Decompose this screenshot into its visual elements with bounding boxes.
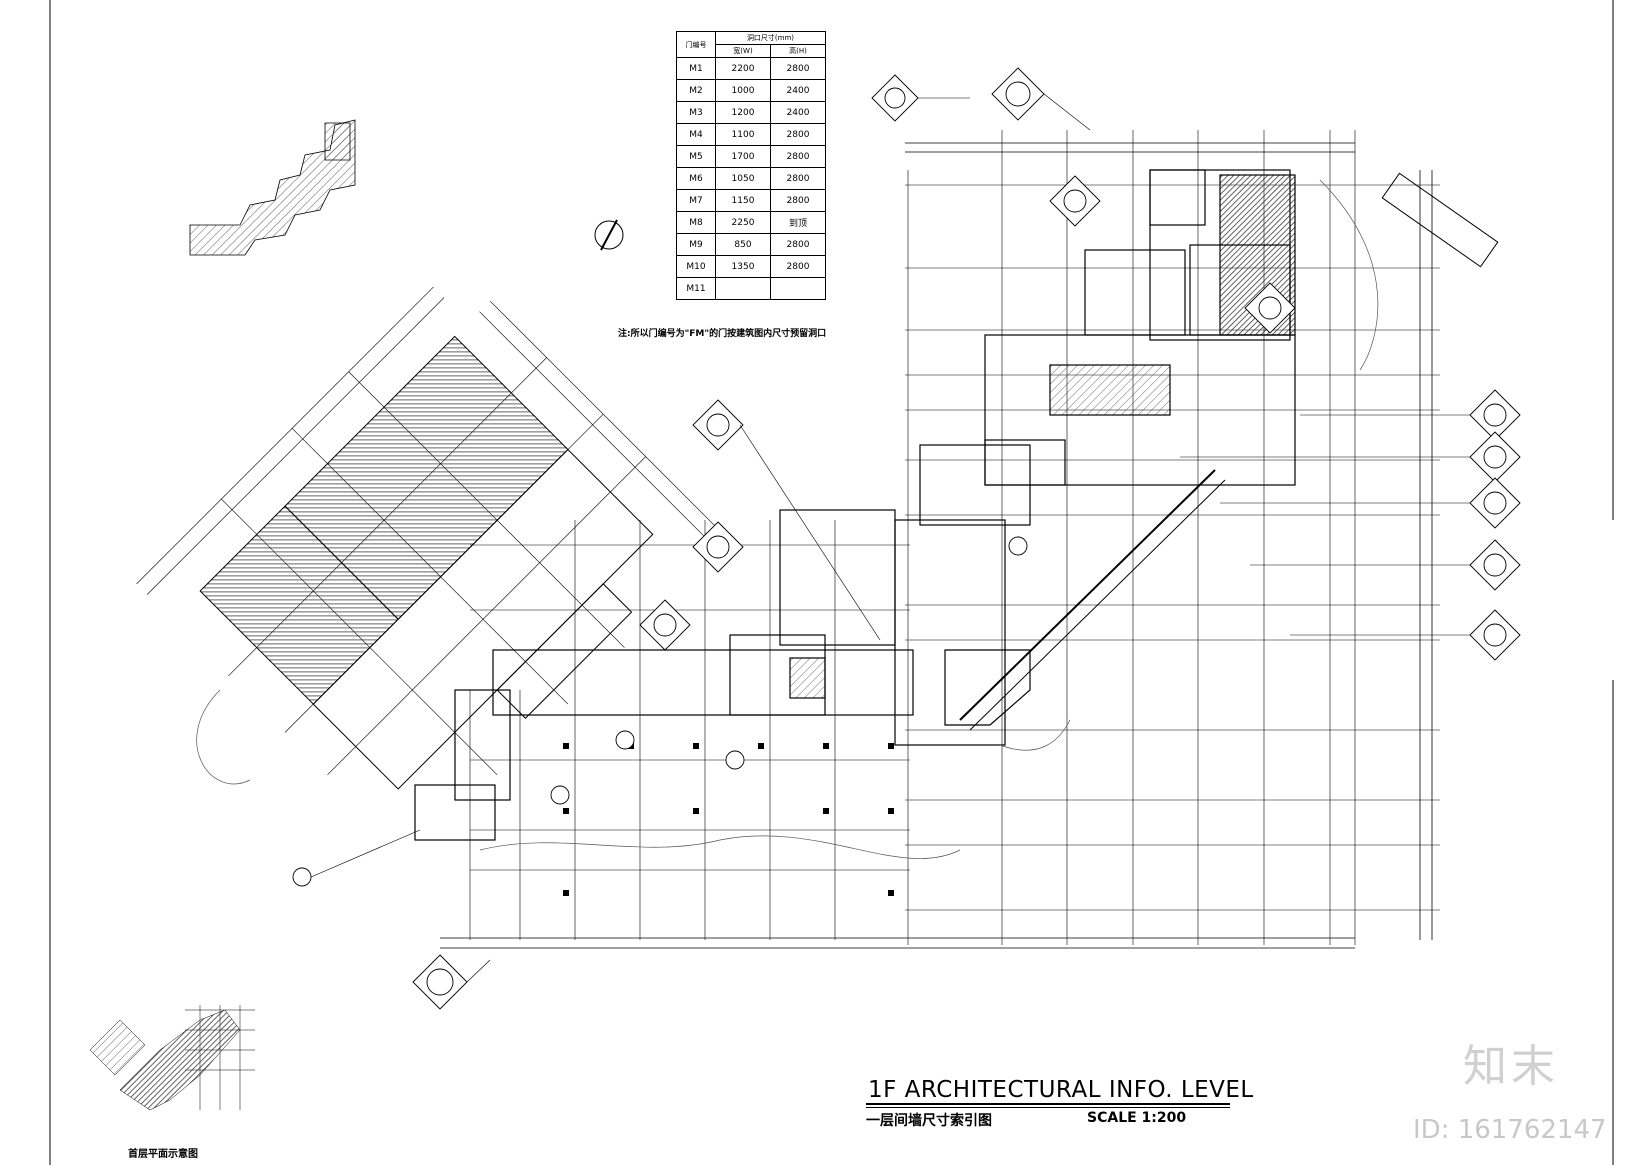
right-wing [944,169,1296,731]
door-height-cell: 2800 [770,255,826,278]
callout-tag [991,67,1045,121]
detail-callouts [292,67,1521,1010]
callout-tag [692,521,744,573]
door-width-cell: 1200 [715,101,771,124]
drawing-title-english: 1F ARCHITECTURAL INFO. LEVEL [868,1077,1254,1103]
title-underline-thin [866,1107,1230,1108]
callout-tag [1008,536,1028,556]
height-header: 高(H) [770,44,826,58]
leader-lines [310,93,1470,983]
door-height-cell: 2800 [770,233,826,256]
callout-tag [871,74,919,122]
rotated-wing [136,286,717,790]
opening-size-header: 洞口尺寸(mm) [715,31,826,45]
callout-tag [292,867,312,887]
drawing-title-chinese: 一层间墙尺寸索引图 [866,1113,992,1129]
door-id-cell: M1 [676,57,716,80]
door-height-cell: 2800 [770,123,826,146]
door-width-cell: 2200 [715,57,771,80]
watermark-logo: 知末 [1463,1041,1559,1092]
door-height-cell: 2800 [770,189,826,212]
callout-tag [1469,609,1521,661]
grid-lines [469,130,1440,945]
door-height-cell: 2800 [770,145,826,168]
door-note: 注:所以门编号为"FM"的门按建筑图内尺寸预留洞口 [618,329,827,339]
door-height-cell: 2400 [770,101,826,124]
callout-tag [1469,477,1521,529]
door-height-cell: 2400 [770,79,826,102]
door-id-cell: M2 [676,79,716,102]
callout-tag [639,599,691,651]
callout-tag [692,399,744,451]
drawing-scale: SCALE 1:200 [1087,1110,1187,1126]
door-height-cell: 2800 [770,167,826,190]
door-id-cell: M3 [676,101,716,124]
door-width-cell: 1050 [715,167,771,190]
landscape-outline [196,179,1379,859]
callout-tag [1469,539,1521,591]
door-width-cell: 850 [715,233,771,256]
callout-tag [615,730,635,750]
title-underline [866,1103,1230,1105]
door-id-cell: M4 [676,123,716,146]
callout-tag [1049,175,1101,227]
door-width-cell: 1700 [715,145,771,168]
door-number-header: 门编号 [676,31,716,58]
door-height-cell: 到顶 [770,211,826,234]
door-width-cell [715,277,771,300]
callout-tag [725,750,745,770]
door-width-cell: 1350 [715,255,771,278]
door-height-cell: 2800 [770,57,826,80]
central-block [414,444,1031,841]
key-plan-label: 首层平面示意图 [128,1149,198,1160]
door-id-cell: M9 [676,233,716,256]
callout-tag [412,954,468,1010]
north-arrow-icon [594,219,624,251]
door-width-cell: 1000 [715,79,771,102]
door-row: M11 [676,277,826,300]
door-id-cell: M5 [676,145,716,168]
columns [563,743,894,896]
dimension-chains [440,142,1433,949]
door-id-cell: M7 [676,189,716,212]
door-height-cell [770,277,826,300]
door-id-cell: M6 [676,167,716,190]
door-id-cell: M8 [676,211,716,234]
width-header: 宽(W) [715,44,771,58]
sheet-border [49,0,1614,1165]
door-id-cell: M10 [676,255,716,278]
door-width-cell: 1150 [715,189,771,212]
callout-tag [550,785,570,805]
key-plan [89,1005,255,1111]
door-id-cell: M11 [676,277,716,300]
door-width-cell: 2250 [715,211,771,234]
door-width-cell: 1100 [715,123,771,146]
callout-tag [1469,431,1521,483]
location-sketch [189,119,356,256]
diagonal-annex [1381,172,1499,268]
callout-tag [1469,389,1521,441]
callout-tag [1244,282,1296,334]
watermark-id: ID: 161762147 [1413,1115,1607,1145]
